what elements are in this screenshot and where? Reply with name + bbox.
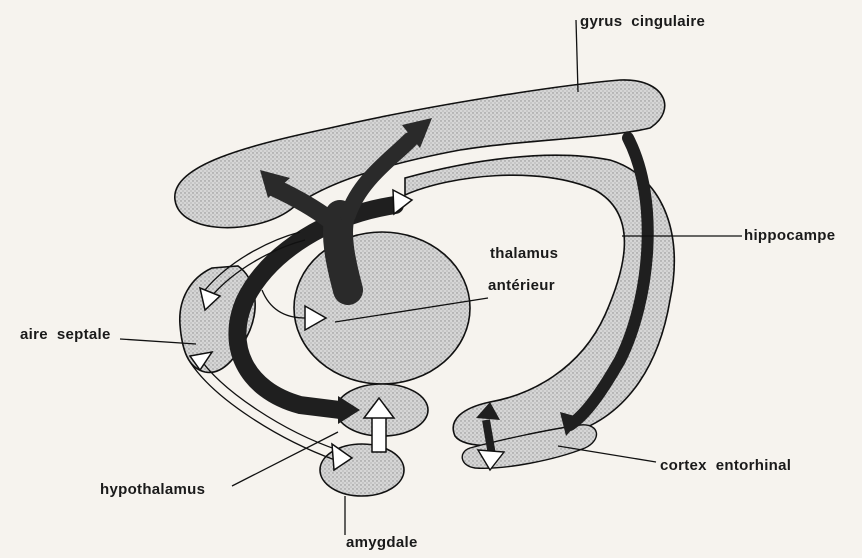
thalamus-anterieur-region [294,232,470,384]
gyrus-cingulaire-region [175,80,665,228]
gyrus-cingulaire-leader [576,20,578,92]
hippocampe-label: hippocampe [744,227,835,244]
thalamic-trunk [338,215,348,290]
anterieur-label: antérieur [488,277,555,294]
amygdala-hypothalamus-shaft [372,416,386,452]
gyrus-cingulaire-label: gyrus cingulaire [580,13,705,30]
thalamus-label: thalamus [490,245,558,262]
hypothalamus-label: hypothalamus [100,481,205,498]
cortex-entorhinal-label: cortex entorhinal [660,457,791,474]
amygdale-label: amygdale [346,534,418,551]
aire-septale-label: aire septale [20,326,111,343]
cortex-entorhinal-leader [558,446,656,462]
